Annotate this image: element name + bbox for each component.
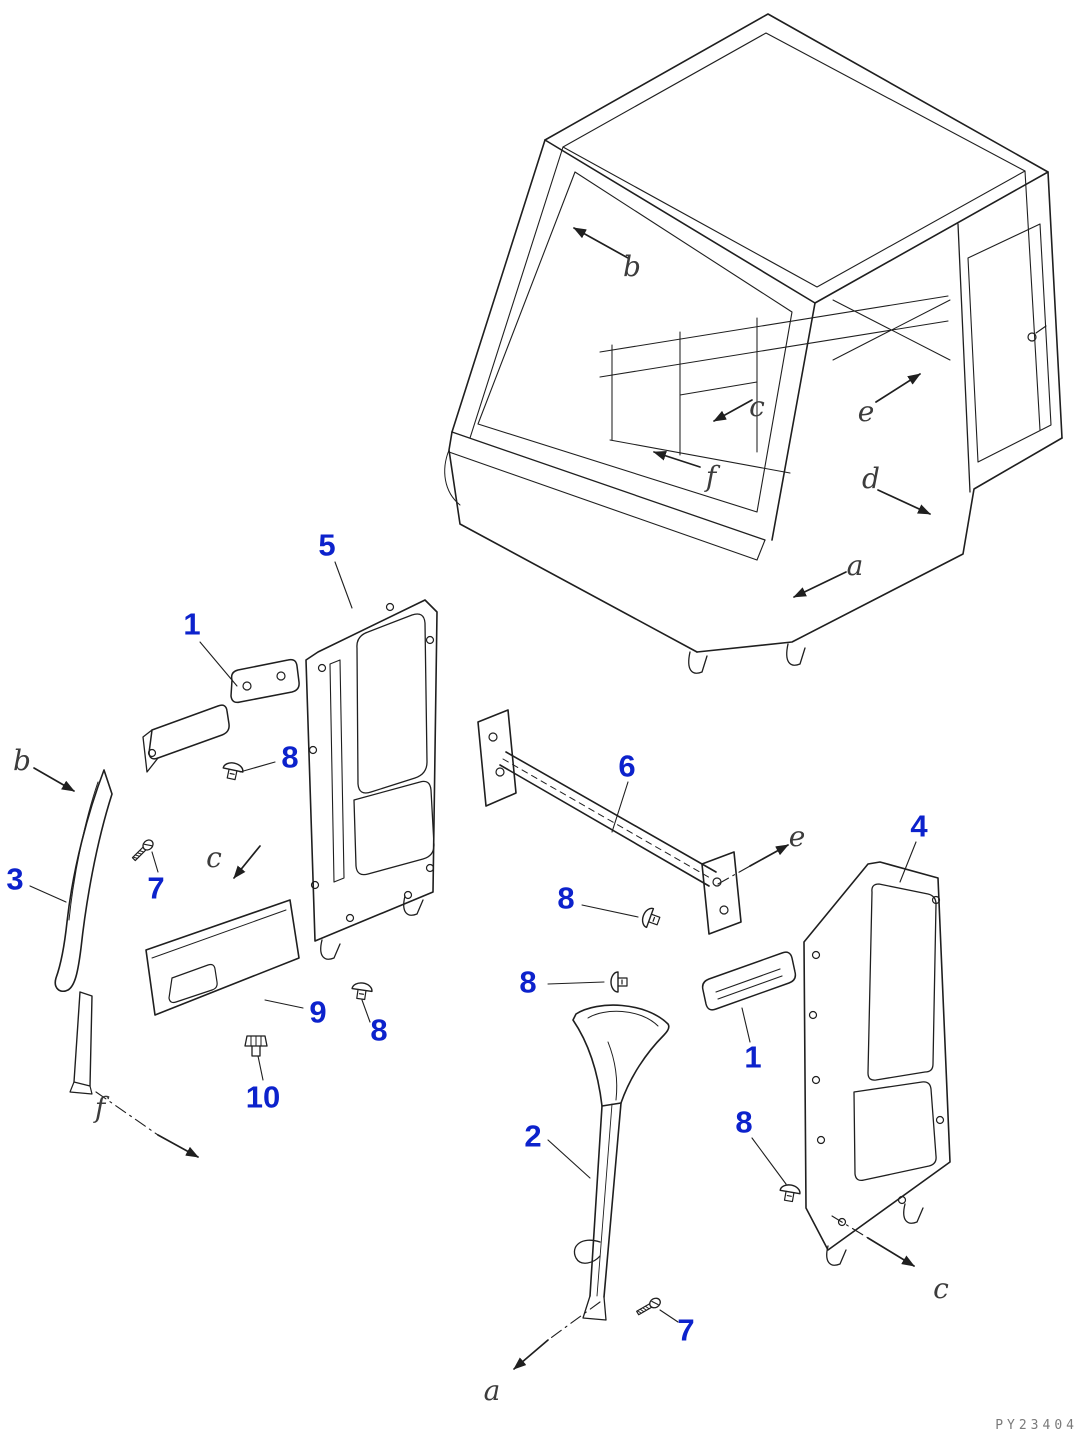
part-7-screws xyxy=(130,837,663,1318)
part-4-side-panel xyxy=(803,861,951,1266)
part-10-clip xyxy=(244,1035,268,1057)
view-arrows xyxy=(33,227,931,1370)
part-5-side-panel xyxy=(305,599,438,960)
part-9-lower-panel xyxy=(145,899,300,1016)
cab-wireframe xyxy=(444,13,1063,674)
part-1-plate-right xyxy=(701,951,797,1011)
part-8-clips xyxy=(220,760,802,1204)
part-6-brace xyxy=(477,709,742,935)
leader-lines xyxy=(29,561,917,1323)
doc-number: PY23404 xyxy=(995,1418,1078,1433)
part-2-pillar-trim xyxy=(572,1004,670,1321)
part-1-plate-left xyxy=(142,658,300,773)
part-3-pillar-trim xyxy=(54,769,113,1095)
